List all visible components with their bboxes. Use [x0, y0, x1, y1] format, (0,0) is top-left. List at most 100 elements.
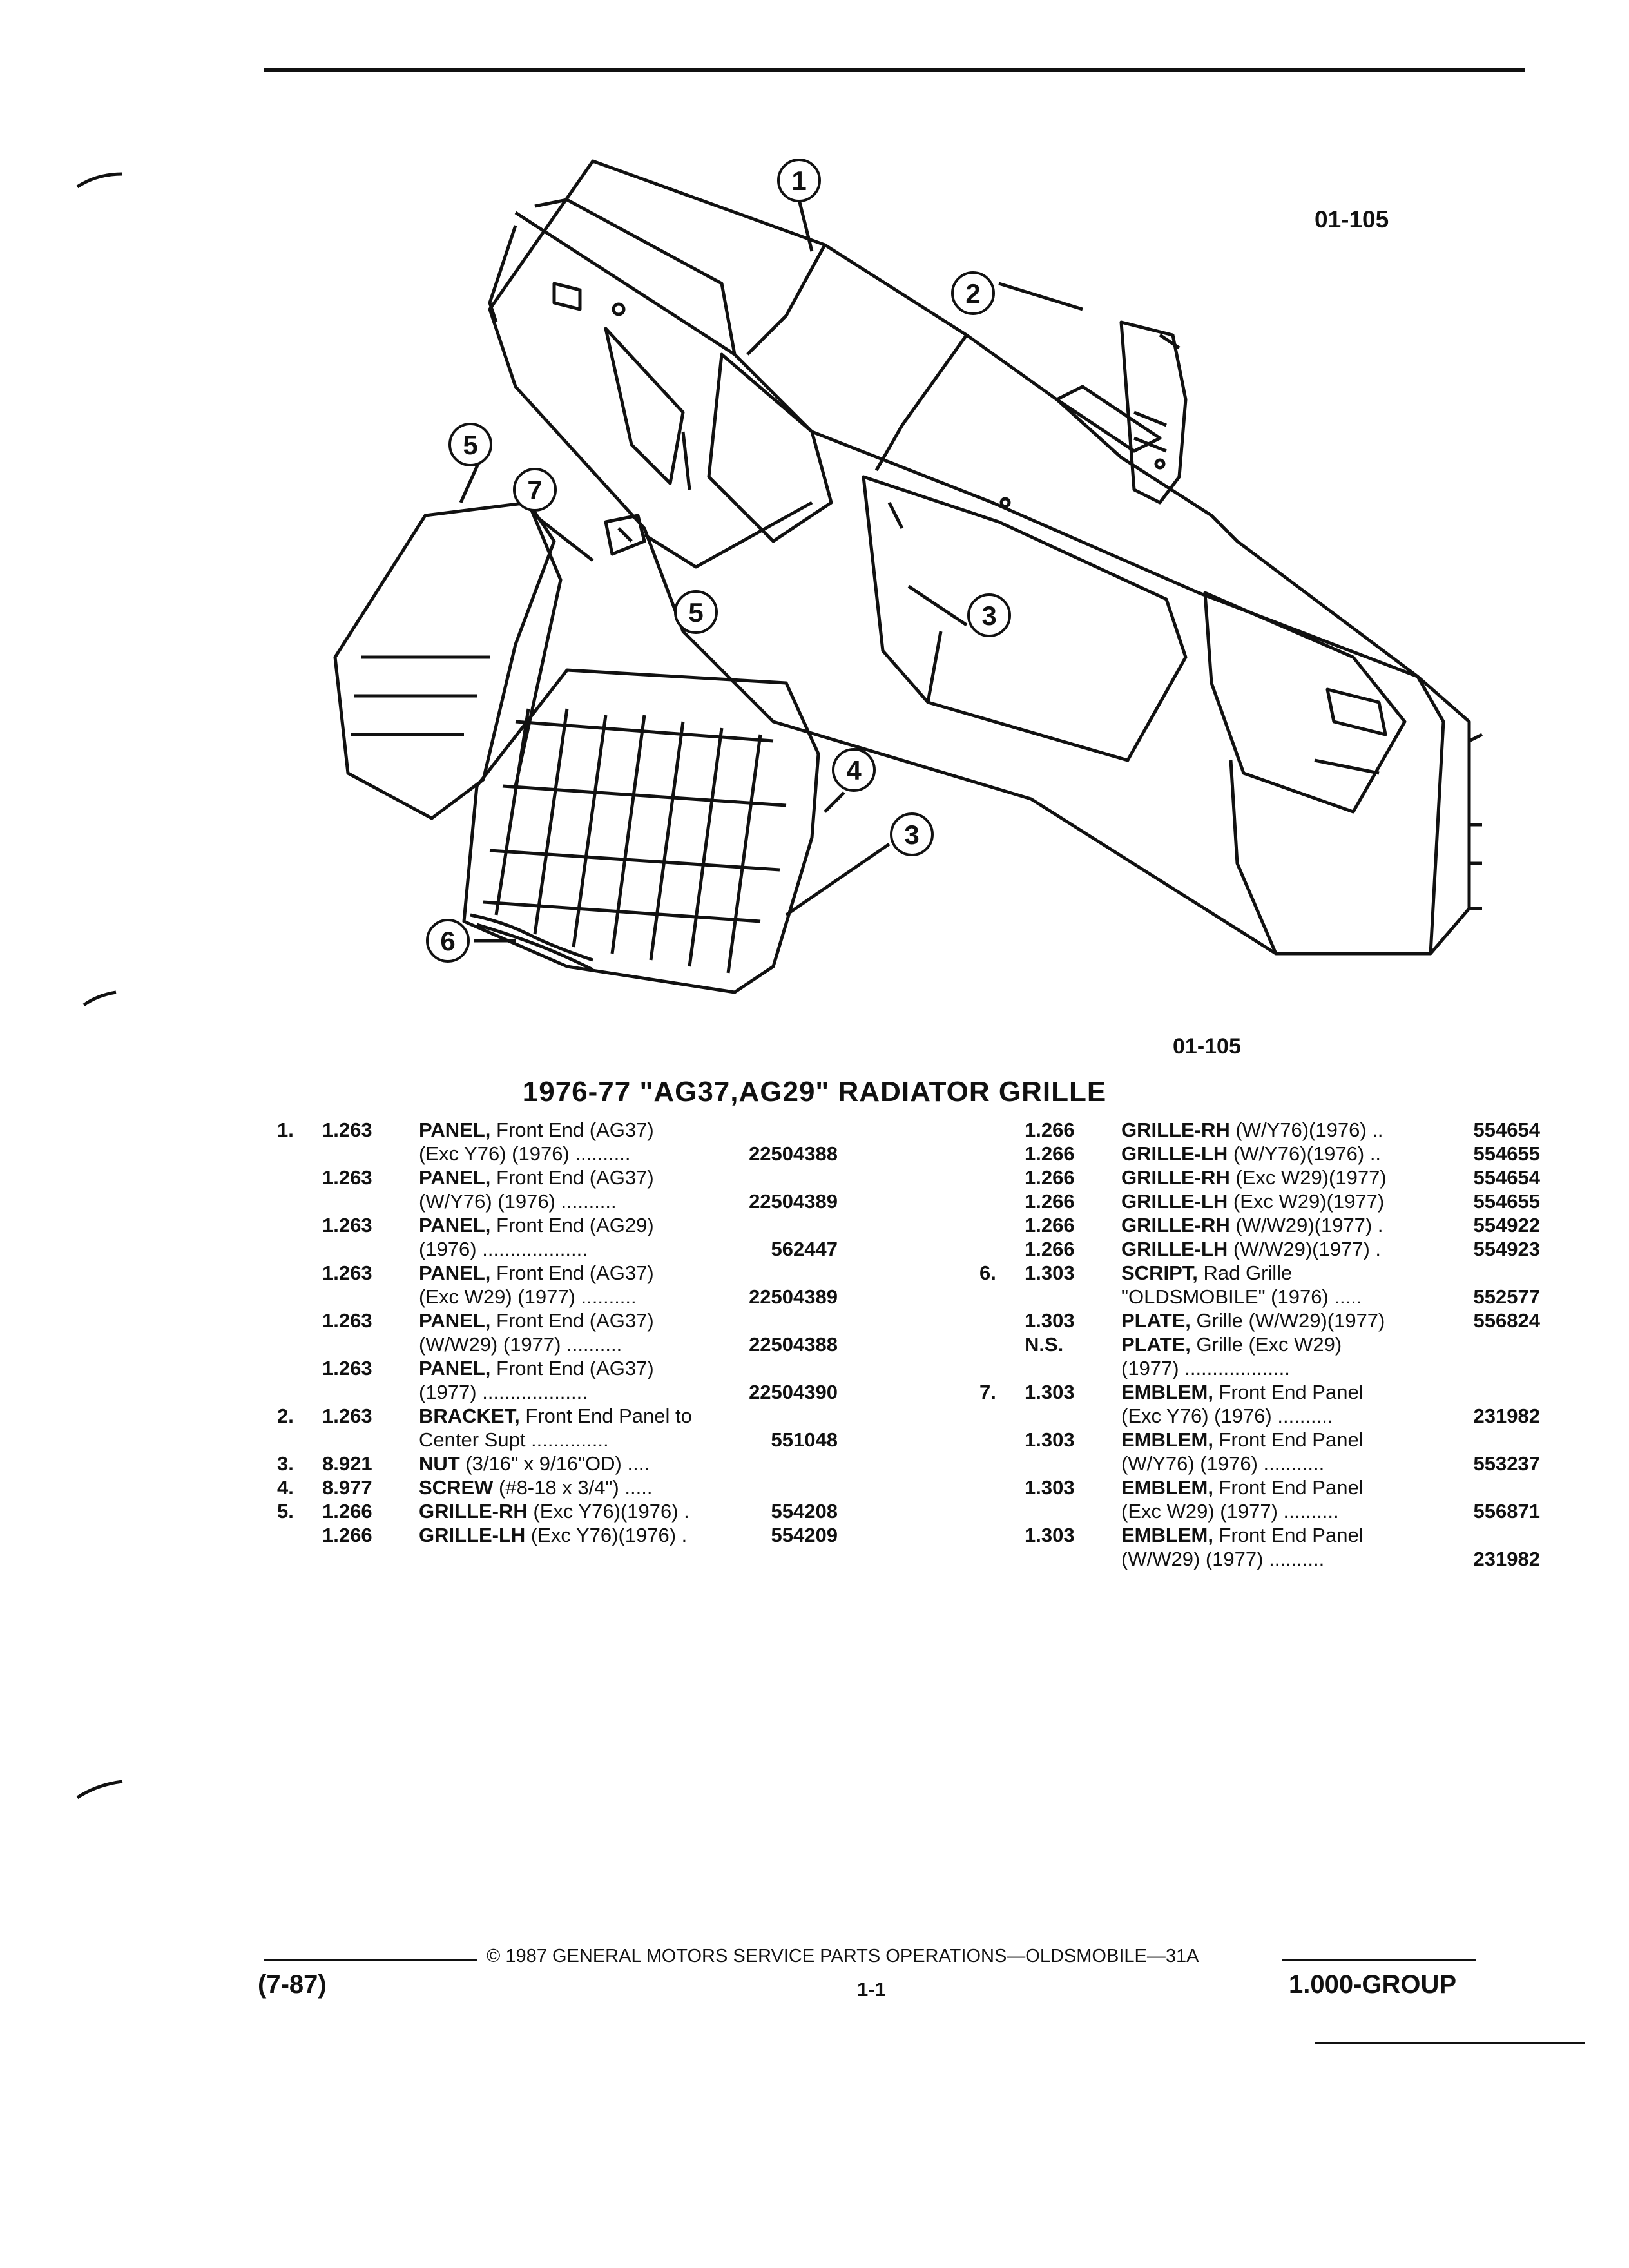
part-description: PANEL, Front End (AG37) — [419, 1356, 741, 1380]
group-number: 1.263 — [322, 1214, 372, 1236]
svg-text:5: 5 — [688, 597, 703, 628]
part-number — [741, 1475, 838, 1499]
margin-mark-1 — [76, 172, 123, 189]
part-detail: Center Supt .............. — [419, 1428, 609, 1451]
part-name: NUT — [419, 1452, 460, 1475]
part-detail: (Exc Y76)(1976) . — [527, 1500, 689, 1523]
group-number — [322, 1332, 419, 1356]
parts-row: (Exc W29) (1977) ..........556871 — [979, 1499, 1540, 1523]
part-detail: Rad Grille — [1197, 1262, 1293, 1284]
part-detail: Front End (AG29) — [490, 1214, 654, 1236]
group-number — [322, 1285, 419, 1309]
callout-2: 2 — [951, 271, 995, 315]
part-number: 553237 — [1473, 1452, 1540, 1475]
part-detail: (W/W29) (1977) .......... — [419, 1333, 622, 1356]
item-number — [277, 1261, 322, 1285]
part-number: 231982 — [1473, 1548, 1540, 1570]
part-description: (Exc W29) (1977) .......... — [1121, 1499, 1443, 1523]
svg-text:5: 5 — [463, 430, 477, 460]
part-detail: Front End (AG37) — [490, 1309, 654, 1332]
margin-mark-3 — [76, 1780, 123, 1800]
part-detail: (W/W29)(1977) . — [1229, 1214, 1383, 1236]
part-name: PANEL, — [419, 1166, 491, 1189]
group-number: 1.263 — [322, 1262, 372, 1284]
part-name: GRILLE-LH — [1121, 1190, 1228, 1213]
part-description: (W/W29) (1977) .......... — [419, 1332, 741, 1356]
part-name: GRILLE-LH — [1121, 1238, 1228, 1260]
item-number — [979, 1356, 1025, 1380]
part-number — [741, 1452, 838, 1475]
part-number — [1443, 1380, 1540, 1404]
group-number: 1.266 — [1025, 1238, 1075, 1260]
part-description: GRILLE-RH (Exc Y76)(1976) . — [419, 1499, 741, 1523]
part-description: GRILLE-LH (Exc W29)(1977) — [1121, 1189, 1443, 1213]
group-number: 1.266 — [1025, 1119, 1075, 1141]
part-number: 231982 — [1473, 1405, 1540, 1427]
part-description: GRILLE-RH (Exc W29)(1977) — [1121, 1166, 1443, 1189]
group-number: 1.266 — [322, 1500, 372, 1523]
part-description: Center Supt .............. — [419, 1428, 741, 1452]
part-name: PANEL, — [419, 1309, 491, 1332]
part-number: 22504390 — [749, 1381, 838, 1403]
part-number: 554654 — [1473, 1119, 1540, 1141]
footer-date-code: (7-87) — [258, 1970, 327, 1999]
item-number — [277, 1523, 322, 1547]
item-number — [979, 1523, 1025, 1547]
parts-row: (W/Y76) (1976) ..........22504389 — [277, 1189, 838, 1213]
group-number: N.S. — [1025, 1333, 1064, 1356]
group-number — [1025, 1404, 1121, 1428]
part-description: (W/Y76) (1976) ........... — [1121, 1452, 1443, 1475]
parts-row: (Exc Y76) (1976) ..........22504388 — [277, 1142, 838, 1166]
item-number — [979, 1428, 1025, 1452]
item-number — [979, 1332, 1025, 1356]
parts-row: (W/W29) (1977) ..........22504388 — [277, 1332, 838, 1356]
group-number: 1.266 — [322, 1524, 372, 1546]
item-number — [979, 1499, 1025, 1523]
group-number — [322, 1380, 419, 1404]
part-number — [741, 1118, 838, 1142]
part-detail: Front End (AG37) — [490, 1262, 654, 1284]
part-detail: (W/Y76) (1976) ........... — [1121, 1452, 1325, 1475]
part-description: BRACKET, Front End Panel to — [419, 1404, 741, 1428]
parts-row: N.S.PLATE, Grille (Exc W29) — [979, 1332, 1540, 1356]
parts-row: (Exc W29) (1977) ..........22504389 — [277, 1285, 838, 1309]
item-number — [979, 1213, 1025, 1237]
callout-7: 7 — [513, 468, 557, 512]
item-number: 3. — [277, 1452, 294, 1475]
group-number — [322, 1237, 419, 1261]
item-number — [277, 1285, 322, 1309]
part-detail: Front End Panel — [1213, 1476, 1364, 1499]
part-number — [1443, 1356, 1540, 1380]
grille-left — [333, 501, 563, 820]
item-number: 2. — [277, 1405, 294, 1427]
group-number: 1.266 — [1025, 1214, 1075, 1236]
item-number — [277, 1380, 322, 1404]
part-number — [741, 1309, 838, 1332]
part-description: (Exc Y76) (1976) .......... — [419, 1142, 741, 1166]
part-description: EMBLEM, Front End Panel — [1121, 1380, 1443, 1404]
part-description: (Exc Y76) (1976) .......... — [1121, 1404, 1443, 1428]
part-detail: (W/W29) (1977) .......... — [1121, 1548, 1325, 1570]
parts-row: (Exc Y76) (1976) .......... 231982 — [979, 1404, 1540, 1428]
part-detail: Front End Panel — [1213, 1428, 1364, 1451]
part-detail: Grille (Exc W29) — [1190, 1333, 1342, 1356]
part-number: 551048 — [771, 1428, 838, 1451]
part-detail: Front End (AG37) — [490, 1357, 654, 1379]
part-detail: (1977) ................... — [419, 1381, 588, 1403]
part-detail: (Exc W29)(1977) — [1228, 1190, 1385, 1213]
part-number: 554208 — [771, 1500, 838, 1523]
item-number — [277, 1189, 322, 1213]
callout-5-lower: 5 — [674, 590, 718, 634]
grille-right — [462, 668, 820, 994]
